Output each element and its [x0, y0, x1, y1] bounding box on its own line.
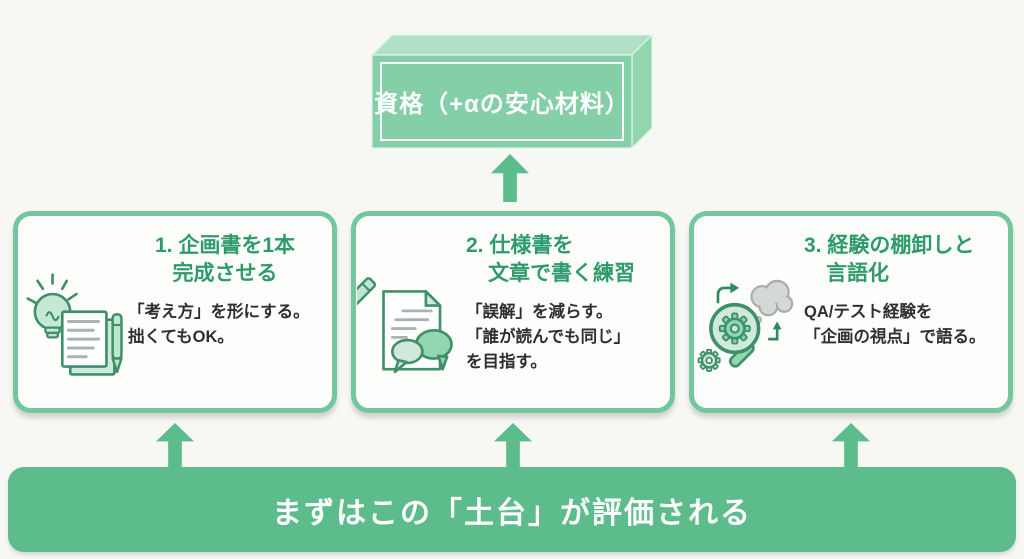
document-pen-speech-bubbles-icon: [356, 216, 464, 408]
up-arrow-icon: [491, 154, 529, 202]
qualification-3d-box: [370, 33, 654, 150]
card-step-3-body: QA/テスト経験を 「企画の視点」で語る。: [804, 300, 998, 350]
card-step-2: 2. 仕様書を 文章で書く練習 「誤解」を減らす。 「誰が読んでも同じ」 を目指…: [351, 211, 675, 413]
up-arrow-icon: [156, 423, 194, 469]
steps-row: 1. 企画書を1本 完成させる 「考え方」を形にする。 拙くてもOK。: [13, 211, 1013, 413]
card-step-1-body: 「考え方」を形にする。 拙くてもOK。: [128, 300, 322, 350]
card-step-2-body: 「誤解」を減らす。 「誰が読んでも同じ」 を目指す。: [466, 300, 660, 374]
card-step-1-text: 1. 企画書を1本 完成させる 「考え方」を形にする。 拙くてもOK。: [126, 216, 332, 408]
qualification-box-label: 資格（+αの安心材料）: [372, 55, 632, 148]
card-body-line: 「考え方」を形にする。: [128, 303, 310, 322]
card-step-2-title: 2. 仕様書を 文章で書く練習: [466, 234, 635, 285]
card-body-line: 「誰が読んでも同じ」: [466, 328, 631, 347]
up-arrow-icon: [832, 423, 870, 469]
idea-documents-pen-icon: [18, 216, 126, 408]
card-step-1-title: 1. 企画書を1本 完成させる: [154, 234, 296, 285]
card-body-line: を目指す。: [466, 352, 547, 371]
card-body-line: 「誤解」を減らす。: [466, 303, 613, 322]
magnifier-gears-thought-cloud-icon: [694, 216, 802, 408]
card-step-3-text: 3. 経験の棚卸しと 言語化 QA/テスト経験を 「企画の視点」で語る。: [802, 216, 1008, 408]
card-body-line: QA/テスト経験を: [804, 303, 933, 322]
card-step-3-title: 3. 経験の棚卸しと 言語化: [804, 234, 975, 285]
card-step-3: 3. 経験の棚卸しと 言語化 QA/テスト経験を 「企画の視点」で語る。: [689, 211, 1013, 413]
card-step-2-text: 2. 仕様書を 文章で書く練習 「誤解」を減らす。 「誰が読んでも同じ」 を目指…: [464, 216, 670, 408]
up-arrow-icon: [494, 423, 532, 469]
foundation-banner-label: まずはこの「土台」が評価される: [272, 496, 752, 530]
card-body-line: 「企画の視点」で語る。: [804, 328, 986, 347]
foundation-banner: まずはこの「土台」が評価される: [8, 467, 1016, 552]
card-body-line: 拙くてもOK。: [128, 328, 234, 347]
card-step-1: 1. 企画書を1本 完成させる 「考え方」を形にする。 拙くてもOK。: [13, 211, 337, 413]
